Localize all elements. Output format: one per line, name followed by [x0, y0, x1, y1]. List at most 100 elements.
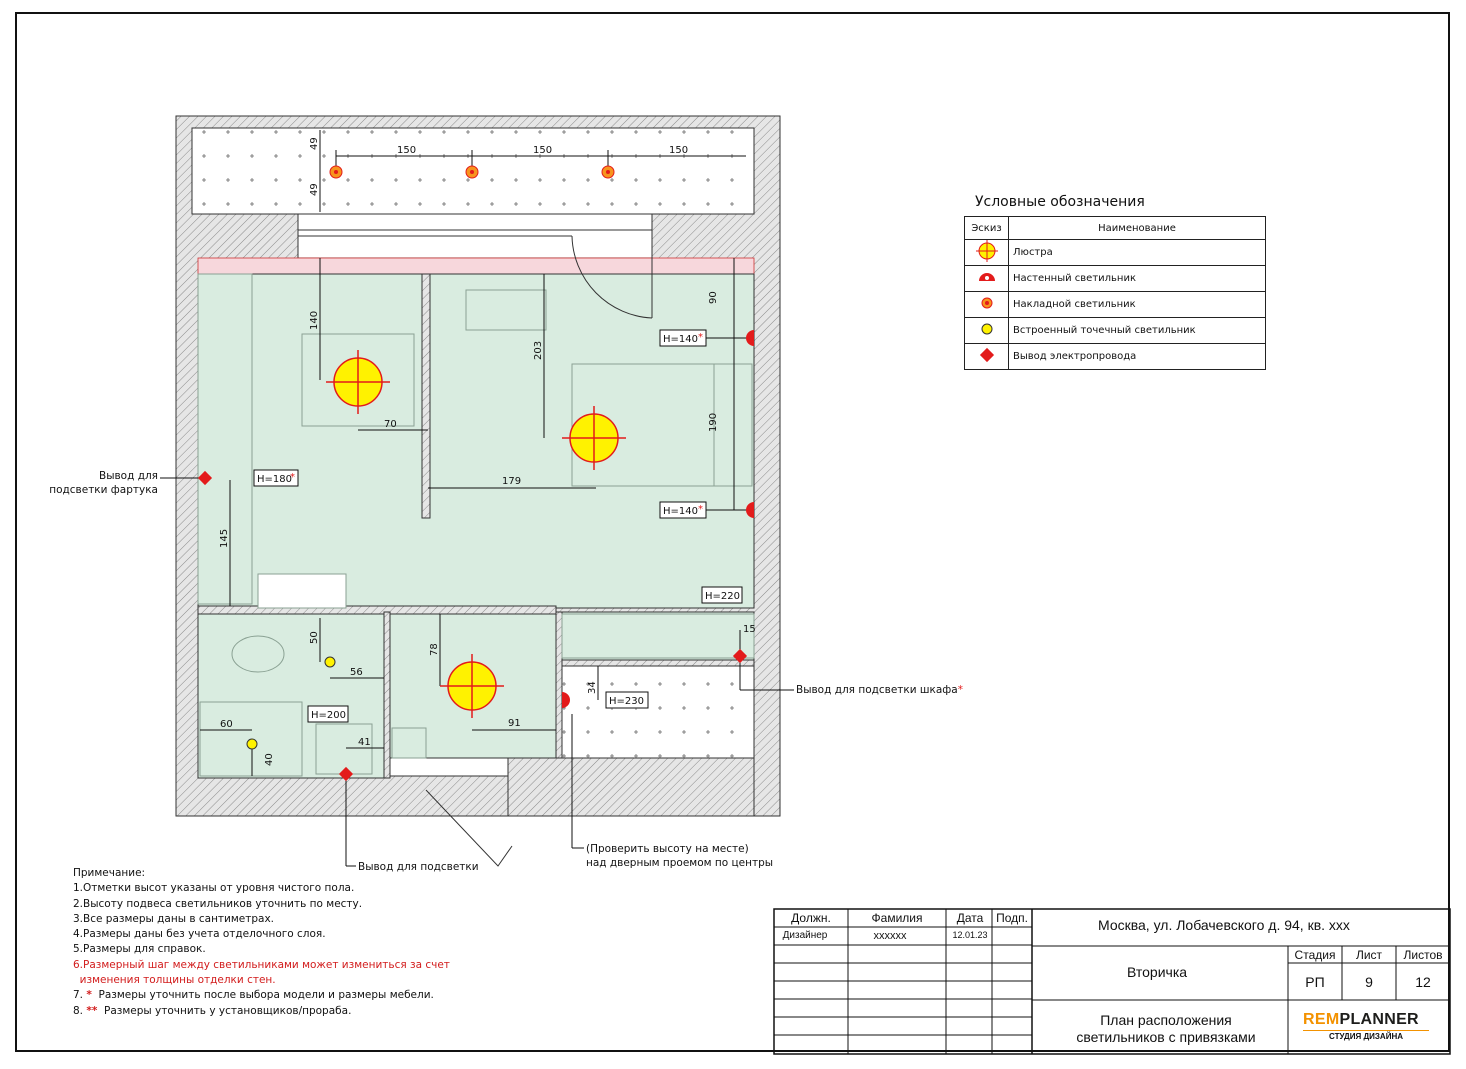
wall-light-icon: [562, 692, 570, 708]
dimension-lines: [200, 130, 746, 776]
dimension-label: 150: [397, 145, 416, 156]
dimension-label: 56: [350, 667, 363, 678]
height-label: H=200: [311, 710, 346, 721]
asterisk: *: [86, 989, 92, 1002]
note-text: Размеры уточнить у установщиков/прораба.: [97, 1004, 352, 1017]
notes-title: Примечание:: [73, 867, 146, 879]
dimension-label: 91: [508, 718, 521, 729]
legend-item-label: Люстра: [1008, 239, 1266, 266]
dimension-label: 49: [309, 137, 320, 150]
dimension-label: 70: [384, 419, 397, 430]
tb-stage: РП: [1305, 974, 1325, 990]
callout-check-height: (Проверить высоту на месте) над дверным …: [586, 843, 774, 869]
logo-text-planner: PLANNER: [1339, 1011, 1419, 1028]
asterisk: *: [290, 472, 295, 483]
spot-light-icon: [964, 317, 1009, 344]
legend-item-label: Накладной светильник: [1008, 291, 1266, 318]
chandelier-icon: [440, 654, 504, 718]
legend-item-label: Встроенный точечный светильник: [1008, 317, 1266, 344]
dimension-label: 40: [264, 753, 275, 766]
tb-header-sheet: Лист: [1355, 948, 1383, 962]
dimension-label: 41: [358, 737, 371, 748]
project-address: Москва, ул. Лобачевского д. 94, кв. ххх: [1098, 917, 1350, 933]
asterisk: *: [957, 684, 963, 696]
tb-header-stage: Стадия: [1294, 948, 1336, 962]
chandelier-icon: [562, 406, 626, 470]
note-line: 5.Размеры для справок.: [73, 943, 206, 956]
chandelier-icon: [964, 239, 1009, 266]
note-number: 8.: [73, 1004, 87, 1017]
title-block-grid: [773, 908, 1451, 1055]
dimension-label: 190: [708, 413, 719, 432]
wall-light-icon: [746, 502, 754, 518]
tb-header-sheets: Листов: [1403, 948, 1443, 962]
wire-outlet-icon: [964, 343, 1009, 370]
tb-date: 12.01.23: [952, 930, 988, 940]
legend-header-sketch: Эскиз: [964, 216, 1009, 240]
legend-title: Условные обозначения: [975, 194, 1145, 210]
height-label: H=180: [257, 474, 292, 485]
logo-text-rem: REM: [1303, 1011, 1340, 1028]
wire-outlet-icon: [338, 766, 354, 782]
asterisk: *: [698, 332, 703, 343]
notes: Примечание: 1.Отметки высот указаны от у…: [73, 866, 450, 1019]
legend-table: Эскиз Наименование Люстра Настенный свет…: [964, 216, 1266, 370]
tb-surname: xxxxxx: [873, 930, 907, 942]
note-line: 1.Отметки высот указаны от уровня чистог…: [73, 882, 355, 895]
surface-light-icon: [601, 165, 615, 179]
dimension-label: 60: [220, 719, 233, 730]
height-label: H=140: [663, 506, 698, 517]
legend-item-label: Вывод электропровода: [1008, 343, 1266, 370]
surface-light-icon: [329, 165, 343, 179]
dimension-label: 140: [309, 311, 320, 330]
logo: REMPLANNER СТУДИЯ ДИЗАЙНА: [1303, 1011, 1429, 1041]
asterisk: *: [698, 504, 703, 515]
surface-light-icon: [465, 165, 479, 179]
dimension-label: 145: [219, 529, 230, 548]
interior-walls: [197, 273, 755, 817]
tb-sheet: 9: [1365, 974, 1373, 990]
note-line-8: 8. ** Размеры уточнить у установщиков/пр…: [73, 1004, 450, 1019]
dimension-label: 203: [533, 341, 544, 360]
chandelier-icon: [326, 350, 390, 414]
wall-light-icon: [964, 265, 1009, 292]
windows: [297, 213, 653, 259]
furniture: [197, 273, 755, 777]
dimension-label: 78: [429, 643, 440, 656]
dimension-label: 150: [669, 145, 688, 156]
note-line: 2.Высоту подвеса светильников уточнить п…: [73, 897, 363, 910]
callout-wardrobe-wrap: Вывод для подсветки шкафа*: [796, 683, 963, 697]
callout-light: Вывод для подсветки: [358, 861, 479, 873]
callout-wardrobe: Вывод для подсветки шкафа: [796, 684, 958, 696]
drawing-frame: [15, 12, 1450, 1052]
legend-item-label: Настенный светильник: [1008, 265, 1266, 292]
door: [425, 235, 653, 867]
dimension-label: 179: [502, 476, 521, 487]
spot-light-icon: [324, 656, 336, 668]
wire-outlet-icon: [197, 470, 213, 486]
dimension-label: 50: [309, 631, 320, 644]
surface-light-icon: [964, 291, 1009, 318]
spot-light-icon: [246, 738, 258, 750]
height-label: H=140: [663, 334, 698, 345]
note-line: 4.Размеры даны без учета отделочного сло…: [73, 928, 326, 941]
wire-outlet-icon: [732, 648, 748, 664]
dimension-label: 15: [743, 624, 756, 635]
tb-header-role: Должн.: [791, 911, 831, 925]
radiator-strip: [197, 257, 755, 275]
asterisk: **: [86, 1004, 98, 1017]
tb-header-surname: Фамилия: [871, 911, 923, 925]
note-line-7: 7. * Размеры уточнить после выбора модел…: [73, 988, 450, 1003]
note-line: 6.Размерный шаг между светильниками може…: [73, 958, 450, 971]
wall-light-icon: [746, 330, 754, 346]
tb-role: Дизайнер: [782, 930, 828, 941]
note-text: Размеры уточнить после выбора модели и р…: [91, 989, 434, 1002]
height-label: H=220: [705, 591, 740, 602]
legend-header-name: Наименование: [1008, 216, 1266, 240]
tb-header-sign: Подп.: [996, 911, 1028, 925]
sheet-title: План расположения светильников с привязк…: [1076, 1012, 1256, 1045]
dimension-label: 34: [587, 681, 598, 694]
dimension-label: 49: [309, 183, 320, 196]
note-line: 3.Все размеры даны в сантиметрах.: [73, 912, 275, 925]
